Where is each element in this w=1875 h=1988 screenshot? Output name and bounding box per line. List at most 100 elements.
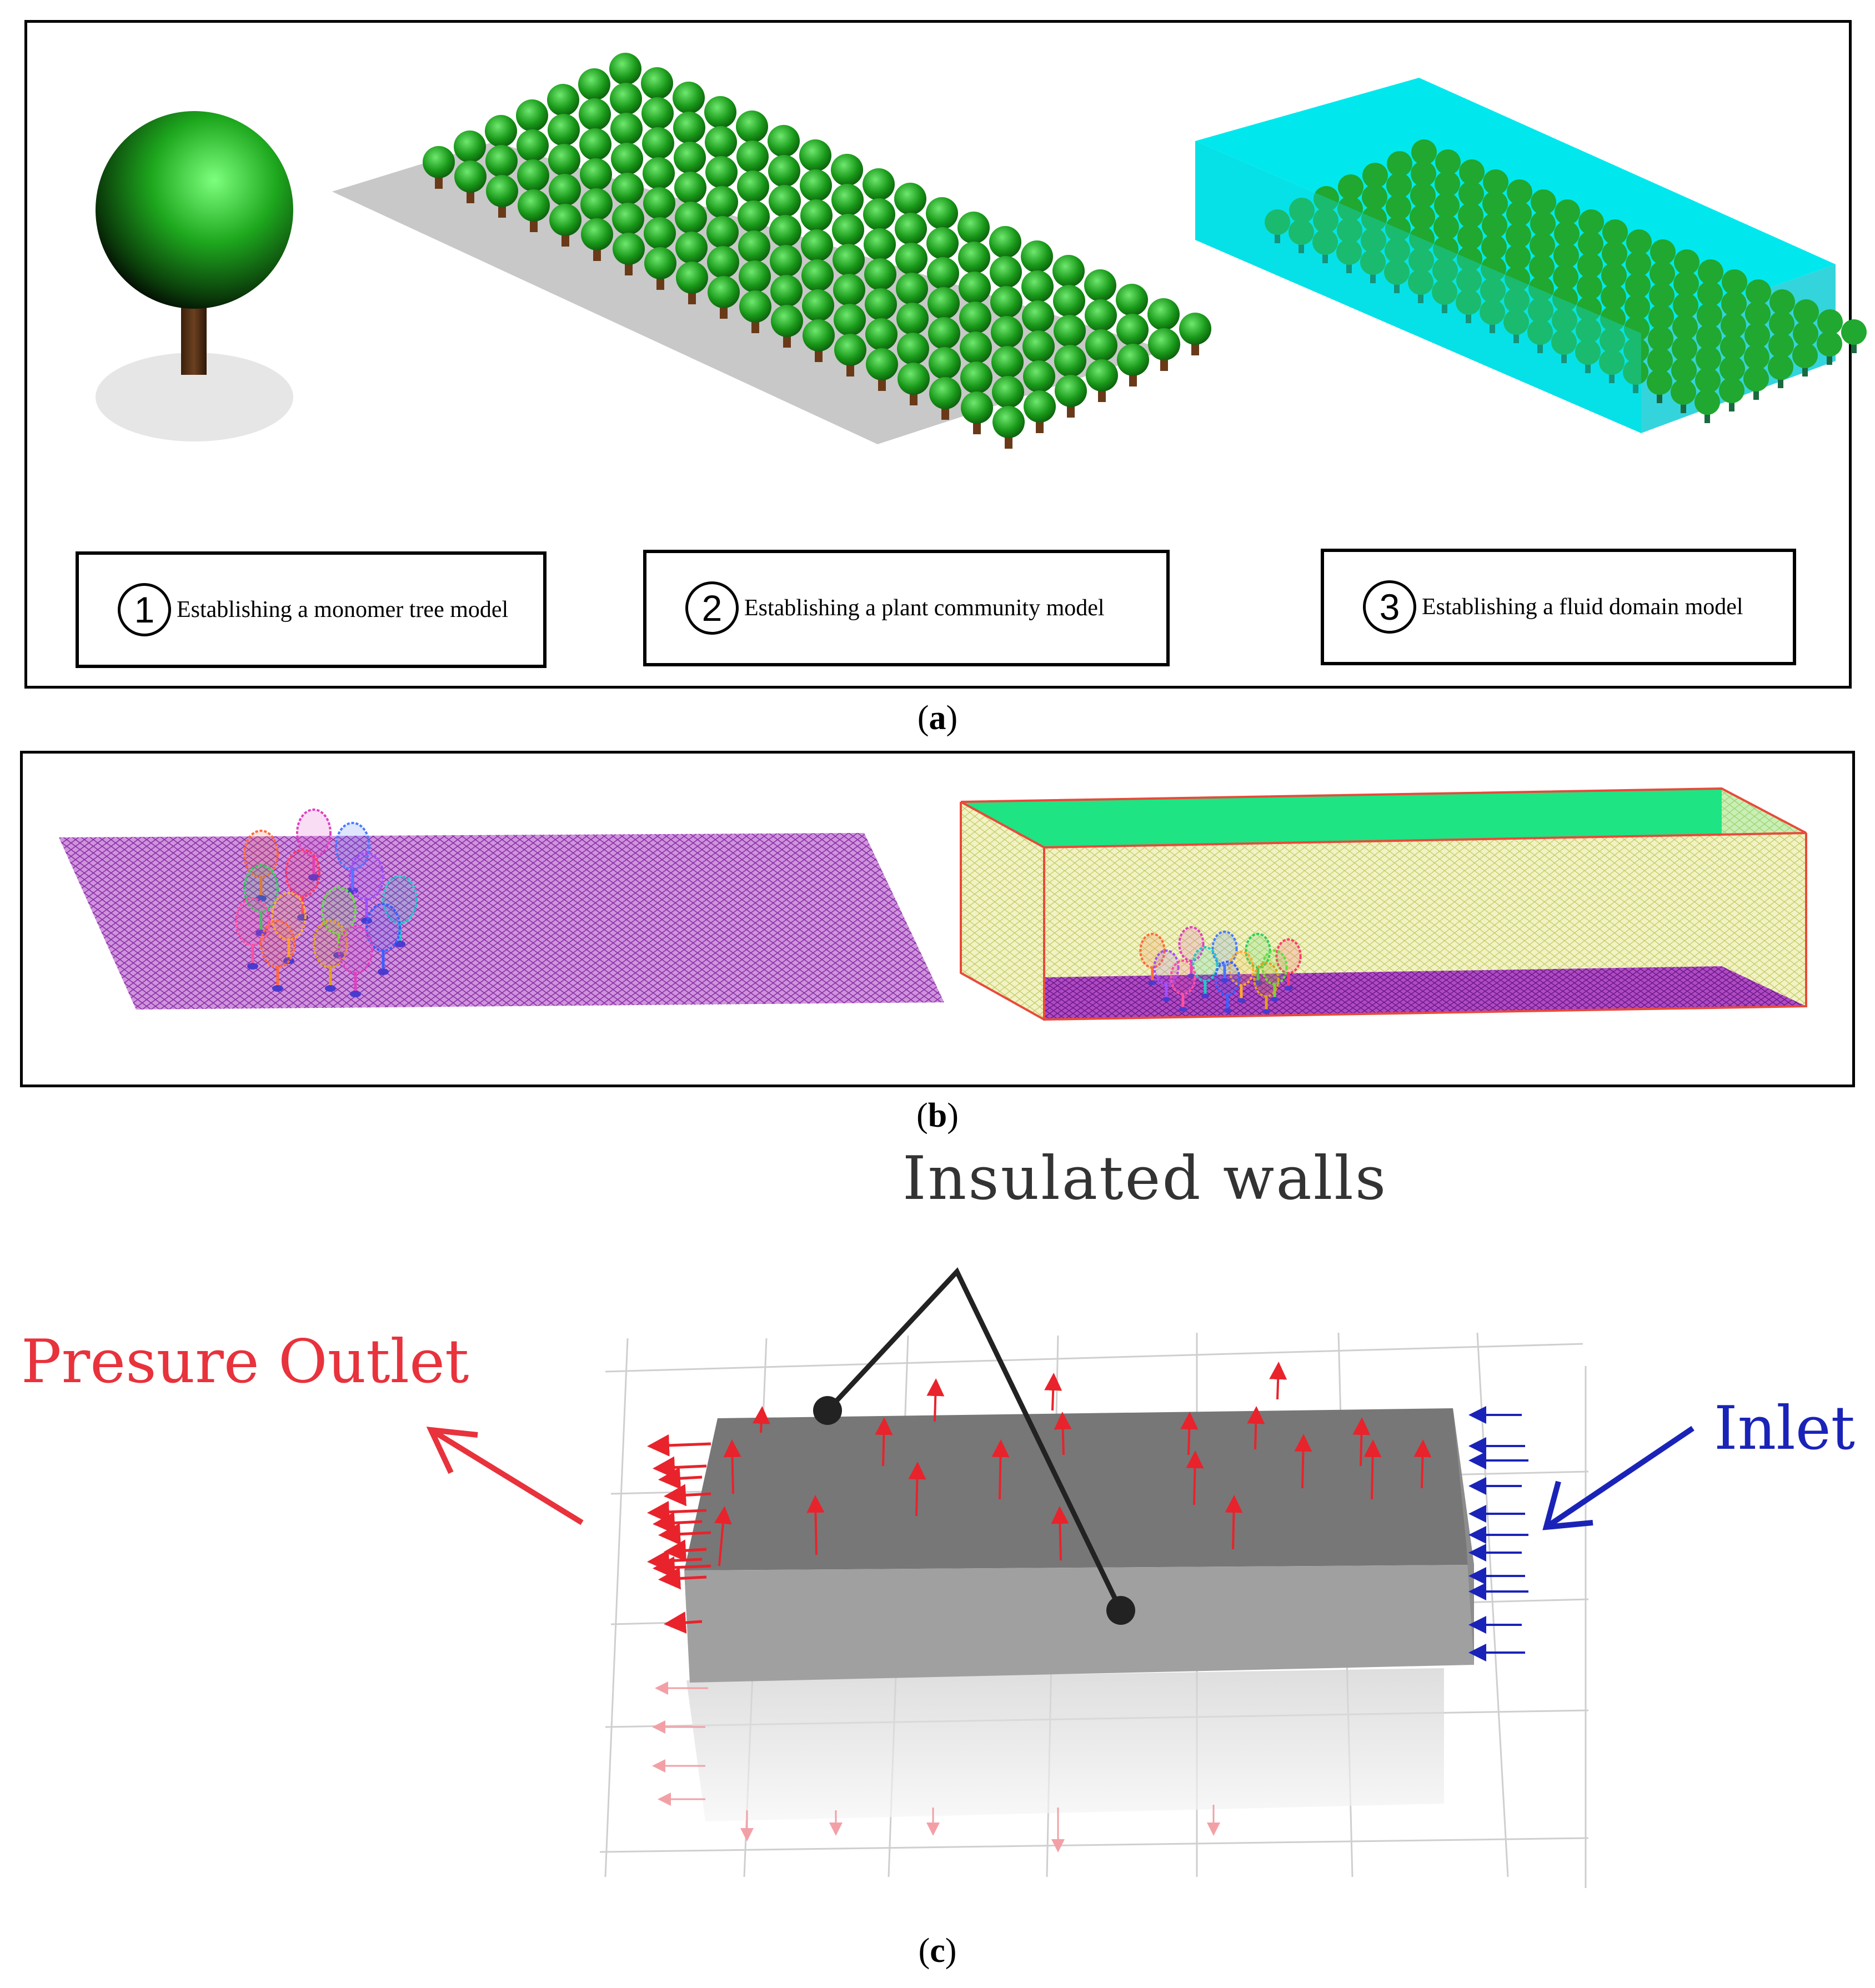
fluid-tree-crown	[1768, 333, 1794, 358]
community-tree-crown	[738, 230, 770, 263]
step-3-box: 3 Establishing a fluid domain model	[1321, 549, 1796, 665]
fluid-tree-crown	[1551, 329, 1577, 355]
fluid-tree-trunk	[1753, 386, 1759, 400]
mesh-tree-base	[361, 917, 372, 924]
community-tree-crown	[864, 228, 896, 260]
community-tree-crown	[738, 200, 770, 233]
fluid-tree-crown	[1817, 331, 1842, 357]
community-tree-crown	[643, 157, 675, 189]
community-tree-crown	[960, 362, 992, 394]
community-tree-crown	[708, 276, 740, 308]
community-tree-crown	[454, 130, 486, 163]
fluid-tree-crown	[1289, 219, 1314, 245]
step-2-label: Establishing a plant community model	[744, 595, 1105, 621]
fluid-tree-crown	[1648, 326, 1673, 352]
wall-normal-arrow	[714, 1506, 732, 1567]
tree-shadow	[96, 353, 293, 441]
fluid-tree-crown	[1601, 263, 1627, 288]
outlet-flow-arrow	[664, 1484, 711, 1507]
wall-normal-arrow	[1247, 1406, 1265, 1450]
fluid-tree-crown	[1481, 234, 1507, 260]
fluid-tree-crown	[1457, 246, 1482, 272]
community-tree-crown	[1023, 360, 1055, 393]
community-tree-crown	[579, 98, 611, 130]
fluid-tree-crown	[1386, 173, 1412, 198]
wall-normal-arrow	[1180, 1412, 1199, 1455]
fluid-tree-crown	[1721, 291, 1747, 317]
fluid-tree-crown	[1575, 339, 1601, 365]
step-2-box: 2 Establishing a plant community model	[643, 550, 1170, 666]
community-tree-crown	[928, 317, 960, 349]
mesh-tree-base	[247, 963, 258, 970]
community-tree-crown	[770, 275, 803, 307]
community-tree-crown	[769, 185, 801, 217]
community-tree-crown	[799, 139, 831, 172]
community-tree-crown	[1054, 345, 1086, 377]
fluid-tree-trunk	[1418, 290, 1423, 303]
fluid-tree-crown	[1480, 299, 1505, 325]
community-tree-crown	[831, 154, 863, 186]
community-tree-crown	[704, 96, 736, 128]
fluid-tree-crown	[1528, 298, 1553, 323]
community-tree-crown	[832, 214, 864, 246]
community-tree-crown	[516, 99, 548, 132]
fluid-tree-crown	[1313, 186, 1339, 212]
fluid-tree-crown	[1672, 314, 1698, 340]
community-tree-crown	[736, 140, 769, 173]
community-tree-crown	[644, 247, 676, 279]
fluid-tree-crown	[1696, 346, 1721, 372]
fluid-tree-crown	[1555, 199, 1580, 225]
community-tree-crown	[547, 84, 579, 116]
fluid-tree-crown	[1769, 289, 1795, 315]
fluid-tree-crown	[1793, 299, 1819, 325]
fluid-tree-crown	[1625, 294, 1650, 320]
community-tree-crown	[863, 198, 895, 230]
community-tree-crown	[739, 290, 771, 323]
community-tree-crown	[1021, 240, 1053, 273]
fluid-tree-crown	[1746, 279, 1771, 305]
fluid-tree-crown	[1530, 233, 1555, 258]
fluid-tree-trunk	[1442, 300, 1447, 313]
community-tree-crown	[549, 174, 581, 206]
community-tree-crown	[926, 197, 958, 229]
community-tree-crown	[580, 188, 613, 220]
community-tree-crown	[961, 391, 993, 424]
mesh-tree-base	[308, 874, 319, 881]
community-tree-crown	[644, 217, 676, 249]
community-tree-crown	[613, 233, 645, 265]
fluid-tree-crown	[1672, 336, 1697, 362]
fluid-tree-crown	[1577, 274, 1602, 300]
community-tree-crown	[896, 303, 929, 335]
fluid-tree-crown	[1361, 206, 1387, 232]
mesh-tree-base	[1220, 978, 1229, 983]
fluid-tree-crown	[1480, 278, 1506, 303]
fluid-tree-crown	[1313, 208, 1338, 233]
fluid-domain	[1195, 78, 1867, 433]
outlet-direction-arrow	[429, 1427, 584, 1525]
community-tree-crown	[897, 333, 929, 365]
community-tree-crown	[863, 168, 895, 200]
inlet-direction-arrow	[1545, 1425, 1694, 1530]
outlet-flow-arrow	[647, 1434, 711, 1457]
pointer-dot-top	[813, 1396, 842, 1425]
wall-normal-arrow	[1363, 1439, 1382, 1500]
fluid-tree-crown	[1385, 238, 1410, 263]
wall-normal-arrow	[806, 1495, 825, 1555]
slab-front-face	[684, 1565, 1474, 1683]
fluid-tree-crown	[1554, 221, 1580, 247]
fluid-tree-crown	[1719, 378, 1744, 403]
wall-normal-arrow	[1225, 1495, 1243, 1550]
caption-c: (c)	[918, 1932, 957, 1970]
fluid-tree-crown	[1410, 204, 1435, 230]
community-tree-crown	[929, 347, 961, 379]
fluid-tree-crown	[1792, 343, 1818, 368]
fluid-tree-crown	[1674, 249, 1699, 275]
fluid-tree-crown	[1647, 369, 1672, 395]
step-1-label: Establishing a monomer tree model	[177, 597, 509, 622]
fluid-tree-crown	[1720, 334, 1746, 360]
fluid-tree-crown	[1336, 239, 1362, 265]
step-1-number: 1	[118, 583, 171, 636]
fluid-tree-crown	[1671, 358, 1697, 383]
fluid-tree-crown	[1384, 259, 1410, 285]
